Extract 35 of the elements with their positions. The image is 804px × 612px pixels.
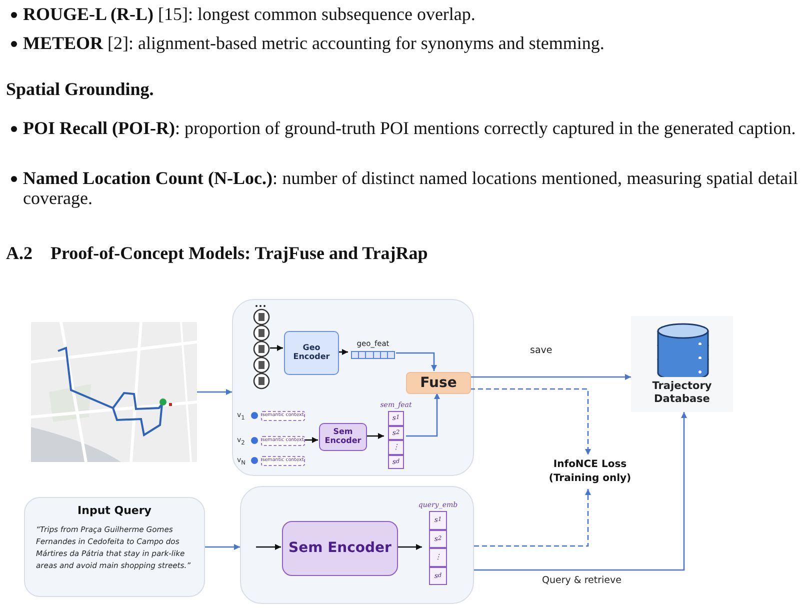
encoder-box: Geo Encoder <box>284 331 339 375</box>
section-heading: A.2 Proof-of-Concept Models: TrajFuse and TrajRap <box>6 243 429 263</box>
picture <box>31 322 197 462</box>
paragraph: METEOR [2]: alignment-based metric accounting for synonyms and stemming. <box>23 33 606 53</box>
module-panel <box>240 486 474 604</box>
edge-label: Query & retrieve <box>540 575 624 587</box>
feature-vector <box>349 339 397 360</box>
dashed-arrow <box>474 489 591 547</box>
paragraph: POI Recall (POI-R): proportion of ground-truth POI mentions correctly captured in the generated caption. <box>23 118 797 138</box>
card-title: Input Query <box>76 504 152 518</box>
arrow <box>256 544 281 550</box>
paragraph: ROUGE-L (R-L) [15]: longest common subsequence overlap. <box>23 4 476 24</box>
encoder-box: Sem Encoder <box>319 423 367 451</box>
arrow <box>270 345 283 351</box>
query-card <box>24 497 205 597</box>
arrow <box>406 393 440 437</box>
arrow <box>366 433 384 439</box>
encoder-box: Sem Encoder <box>282 521 398 576</box>
arrow <box>396 352 437 371</box>
fuse-box: Fuse <box>406 372 471 394</box>
arrow <box>474 412 687 571</box>
arrow <box>397 544 422 550</box>
paragraph: Named Location Count (N-Loc.): number of distinct named locations mentioned, measuring spatial detail coverage. <box>23 168 798 208</box>
icon-column-drawing <box>252 304 271 390</box>
node-label: InfoNCE Loss (Training only) <box>548 455 632 489</box>
arrow <box>338 349 348 355</box>
node-label: Trajectory Database <box>651 380 713 406</box>
section-heading: Spatial Grounding. <box>6 79 155 99</box>
arrow <box>470 374 631 380</box>
module-panel <box>232 299 474 476</box>
dashed-arrow <box>470 388 591 455</box>
arrow <box>304 437 318 443</box>
database-card <box>631 316 733 412</box>
arrow <box>197 389 232 395</box>
arrow <box>205 544 240 550</box>
